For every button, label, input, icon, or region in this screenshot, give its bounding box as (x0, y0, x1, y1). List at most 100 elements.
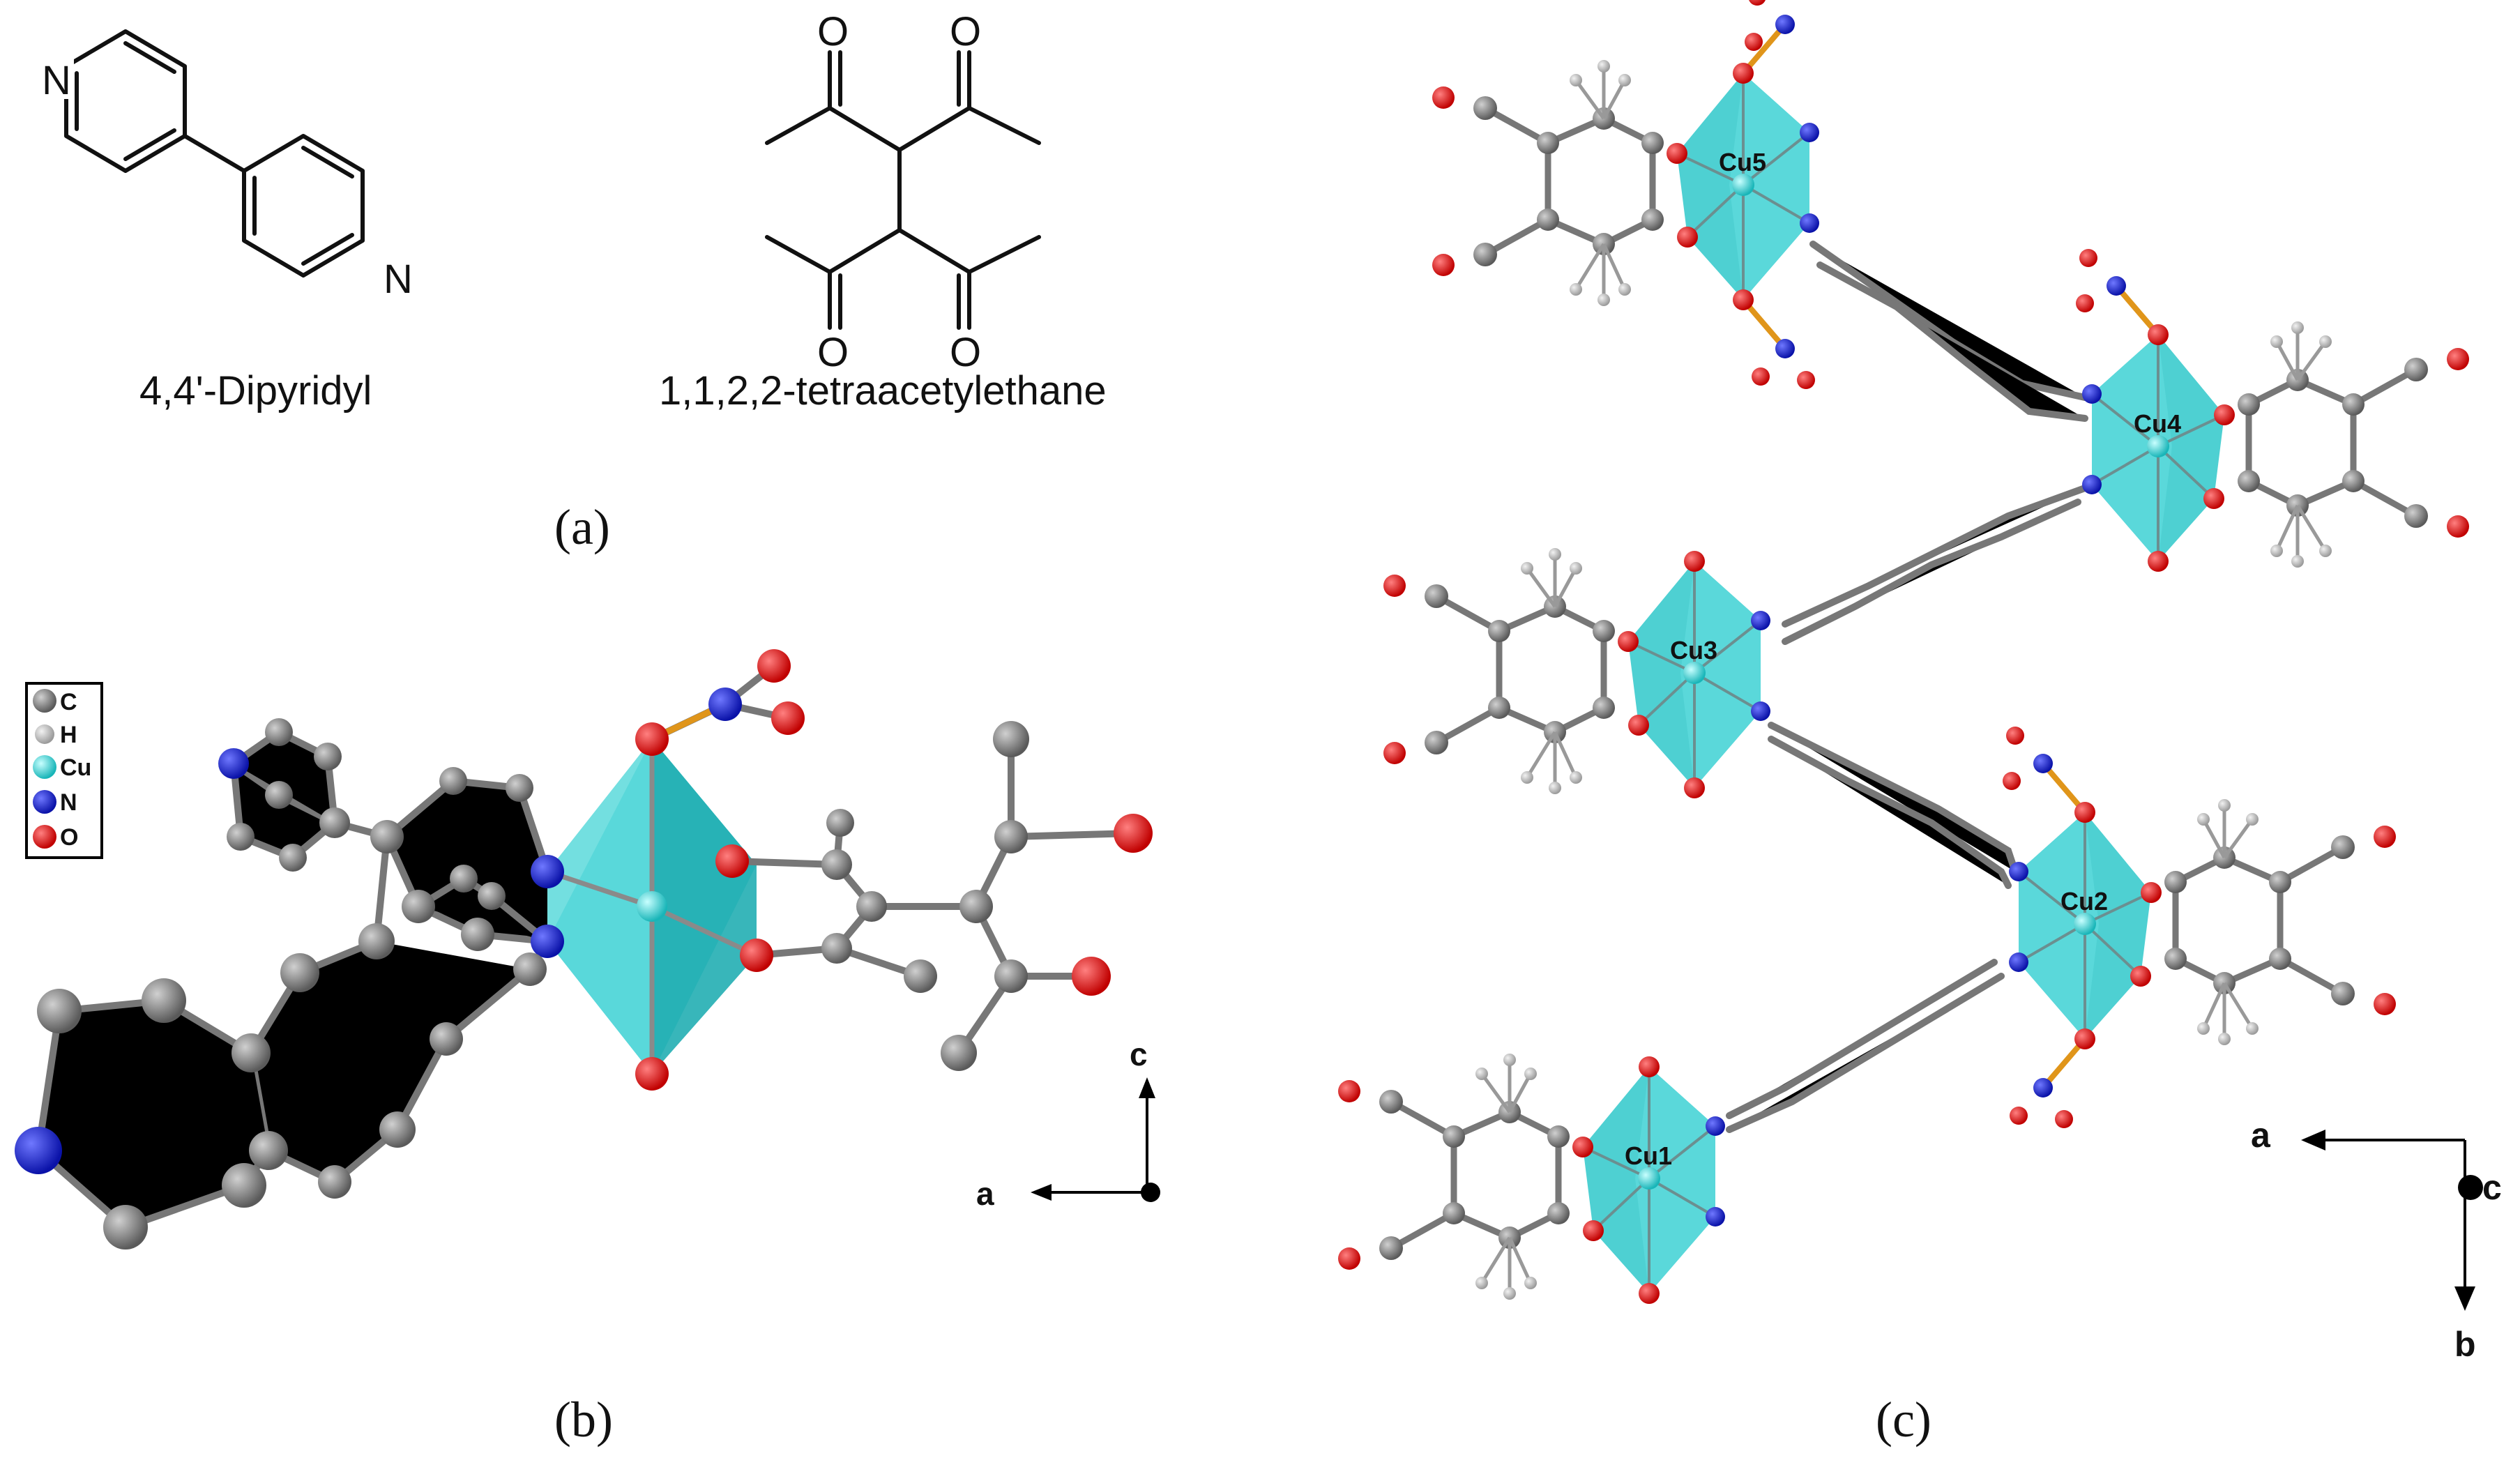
nitrogen-atom (2009, 862, 2028, 881)
oxygen-atom (1572, 1137, 1593, 1157)
hydrogen-atom (1618, 74, 1631, 86)
carbon-atom (506, 774, 533, 802)
carbon-atom (314, 743, 342, 770)
carbon-atom (1537, 208, 1559, 231)
hydrogen-atom (1524, 1068, 1537, 1080)
hydrogen-atom (2197, 813, 2210, 826)
carbon-atom (826, 809, 854, 837)
copper-atom (1683, 662, 1706, 684)
carbon-atom (358, 923, 395, 959)
hydrogen-atom (2291, 321, 2304, 334)
copper-atom (1732, 174, 1754, 196)
oxygen-atom (2074, 1028, 2095, 1049)
oxygen-atom (2079, 249, 2097, 267)
legend-hydrogen-marker (35, 724, 54, 744)
oxygen-atom (635, 1057, 669, 1091)
carbon-atom (279, 844, 307, 872)
tetraacetylethane-name: 1,1,2,2-tetraacetylethane (659, 368, 1107, 413)
oxygen-atom (1797, 371, 1815, 389)
panel-c-axis-a-label: a (2251, 1116, 2271, 1155)
carbon-atom (1593, 697, 1615, 719)
carbon-atom (2404, 504, 2428, 528)
copper-unit: Cu3 (1383, 548, 1770, 798)
copper-center-label: Cu1 (1625, 1141, 1672, 1170)
carbon-atom (513, 952, 547, 986)
tae-o-label-1: O (817, 9, 849, 54)
oxygen-atom (1684, 777, 1705, 798)
oxygen-atom (757, 649, 791, 683)
carbon-atom (231, 1033, 271, 1072)
carbon-atom (1547, 1202, 1570, 1224)
dipyridyl-n-label-1: N (42, 58, 71, 103)
legend-oxygen-marker (33, 825, 56, 849)
hydrogen-atom (1570, 562, 1582, 575)
panel-b-axis-a-label: a (976, 1176, 994, 1212)
nitrogen-atom (2082, 384, 2102, 404)
carbon-atom (402, 890, 435, 923)
carbon-atom (227, 823, 255, 851)
carbon-atom (2331, 835, 2355, 859)
panel-c-axis-c-label: c (2482, 1168, 2502, 1207)
panel-b-axes: c a (976, 1036, 1160, 1212)
oxygen-atom (1639, 1056, 1660, 1077)
carbon-atom (2331, 982, 2355, 1005)
oxygen-atom (1684, 551, 1705, 572)
hydrogen-atom (2218, 799, 2231, 812)
oxygen-atom (1745, 33, 1763, 51)
carbon-atom (265, 781, 293, 809)
oxygen-atom (2130, 966, 2151, 987)
hydrogen-atom (1521, 771, 1533, 784)
tae-o-label-2: O (950, 9, 981, 54)
legend-oxygen-label: O (60, 824, 78, 851)
carbon-atom (1641, 208, 1664, 231)
carbon-atom (1473, 243, 1497, 266)
legend-hydrogen-label: H (60, 722, 77, 748)
carbon-atom (941, 1035, 977, 1071)
dipyridyl-name: 4,4'-Dipyridyl (139, 368, 372, 413)
oxygen-atom (1733, 63, 1754, 84)
carbon-atom (1547, 1125, 1570, 1148)
hydrogen-atom (2319, 335, 2332, 348)
legend-nitrogen-marker (33, 790, 56, 814)
carbon-atom (142, 978, 186, 1023)
hydrogen-atom (1549, 782, 1561, 794)
carbon-atom (265, 718, 293, 746)
copper-atom (2147, 435, 2169, 457)
carbon-atom (439, 767, 467, 795)
hydrogen-atom (1618, 283, 1631, 296)
hydrogen-atom (1475, 1068, 1488, 1080)
panel-c-label: (c) (1876, 1392, 1931, 1448)
oxygen-atom (1677, 227, 1698, 248)
oxygen-atom (1628, 715, 1649, 736)
oxygen-atom (1432, 86, 1455, 109)
carbon-atom (430, 1022, 463, 1056)
carbon-atom (2342, 393, 2365, 416)
carbon-atom (318, 1165, 351, 1199)
oxygen-atom (1639, 1283, 1660, 1304)
oxygen-atom (2447, 515, 2469, 538)
copper-atom (1638, 1167, 1660, 1190)
copper-center-label: Cu5 (1719, 148, 1766, 176)
copper-center-label: Cu3 (1670, 636, 1717, 665)
nitrogen-atom (218, 748, 249, 779)
oxygen-atom (2374, 993, 2396, 1015)
hydrogen-atom (1503, 1287, 1516, 1300)
hydrogen-atom (2291, 555, 2304, 568)
oxygen-atom (1383, 742, 1406, 764)
oxygen-atom (2374, 826, 2396, 848)
hydrogen-atom (2246, 813, 2259, 826)
panel-b-label: (b) (554, 1392, 613, 1448)
carbon-atom (461, 918, 494, 951)
tae-o-label-4: O (950, 330, 981, 375)
legend-copper-label: Cu (60, 754, 91, 781)
carbon-atom (370, 820, 404, 853)
nitrogen-atom (1775, 15, 1795, 34)
legend-carbon-label: C (60, 689, 77, 715)
carbon-atom (1379, 1236, 1403, 1260)
hydrogen-atom (1570, 283, 1582, 296)
carbon-atom (856, 891, 887, 922)
hydrogen-atom (1570, 74, 1582, 86)
